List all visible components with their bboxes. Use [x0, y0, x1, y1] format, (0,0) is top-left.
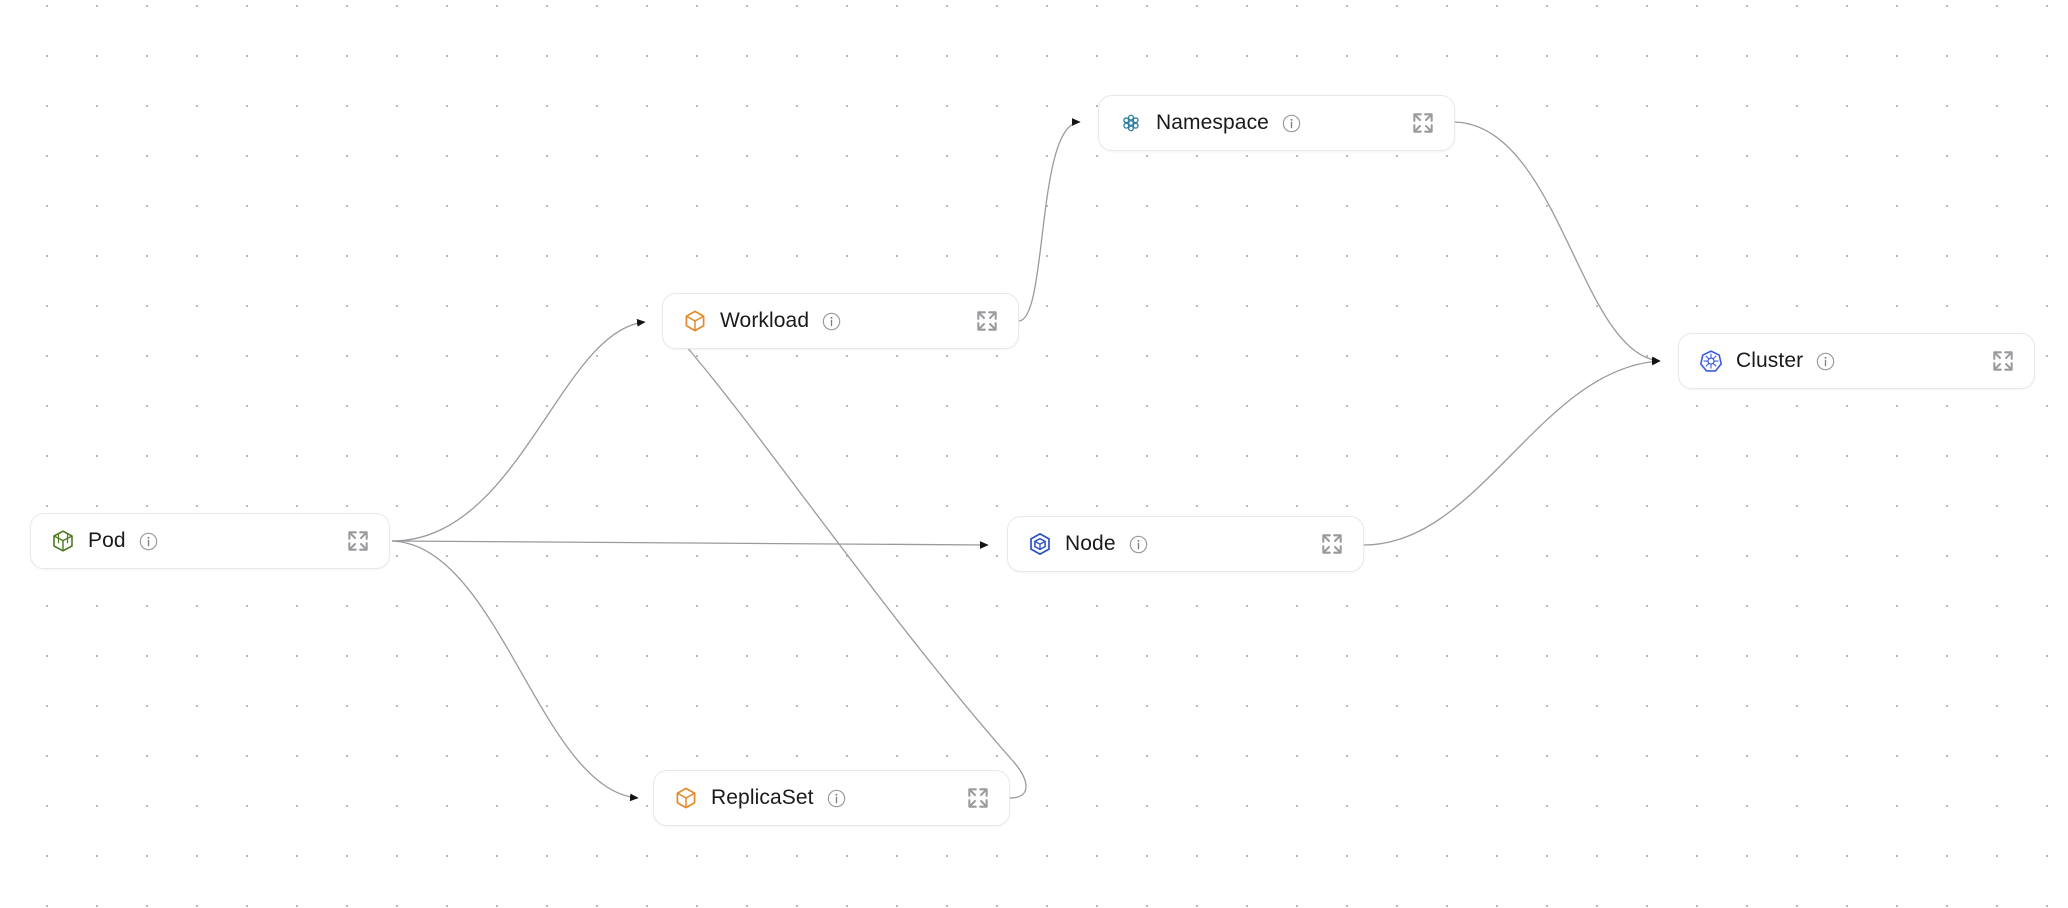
- info-icon[interactable]: [139, 532, 158, 551]
- edge-pod-workload: [391, 318, 646, 542]
- graph-node-node[interactable]: Node: [1007, 516, 1364, 572]
- node-cube-icon: [1030, 533, 1050, 555]
- node-content: Workload: [683, 309, 974, 333]
- replicaset-cube-icon: [676, 787, 696, 809]
- edge-replicaset-workload: [673, 331, 1027, 799]
- info-icon[interactable]: [1282, 114, 1301, 133]
- edge-pod-node: [391, 540, 989, 549]
- node-label: Pod: [88, 529, 126, 552]
- node-content: Cluster: [1699, 349, 1990, 373]
- edge-namespace-cluster: [1454, 121, 1661, 365]
- node-label: Cluster: [1736, 349, 1804, 372]
- info-icon[interactable]: [1129, 535, 1148, 554]
- node-label: Namespace: [1156, 111, 1269, 134]
- expand-icon[interactable]: [1410, 110, 1436, 136]
- edge-pod-replicaset: [391, 540, 639, 802]
- info-icon[interactable]: [822, 312, 841, 331]
- expand-icon[interactable]: [345, 528, 371, 554]
- expand-icon[interactable]: [974, 308, 1000, 334]
- graph-node-replicaset[interactable]: ReplicaSet: [653, 770, 1010, 826]
- graph-node-namespace[interactable]: Namespace: [1098, 95, 1455, 151]
- expand-icon[interactable]: [1319, 531, 1345, 557]
- node-label: Node: [1065, 532, 1116, 555]
- node-label: Workload: [720, 309, 810, 332]
- workload-cube-icon: [685, 310, 705, 332]
- info-icon[interactable]: [1816, 352, 1835, 371]
- expand-icon[interactable]: [965, 785, 991, 811]
- node-label: ReplicaSet: [711, 786, 814, 809]
- edge-workload-namespace: [1018, 118, 1081, 322]
- node-content: Namespace: [1119, 111, 1410, 135]
- kubernetes-helm-icon: [1700, 350, 1722, 372]
- pod-cube-icon: [53, 530, 73, 552]
- graph-node-workload[interactable]: Workload: [662, 293, 1019, 349]
- expand-icon[interactable]: [1990, 348, 2016, 374]
- node-content: ReplicaSet: [674, 786, 965, 810]
- graph-node-pod[interactable]: Pod: [30, 513, 390, 569]
- node-content: Pod: [51, 529, 345, 553]
- node-content: Node: [1028, 532, 1319, 556]
- edge-node-cluster: [1363, 357, 1661, 546]
- namespace-cluster-icon: [1123, 114, 1139, 132]
- info-icon[interactable]: [827, 789, 846, 808]
- graph-node-cluster[interactable]: Cluster: [1678, 333, 2035, 389]
